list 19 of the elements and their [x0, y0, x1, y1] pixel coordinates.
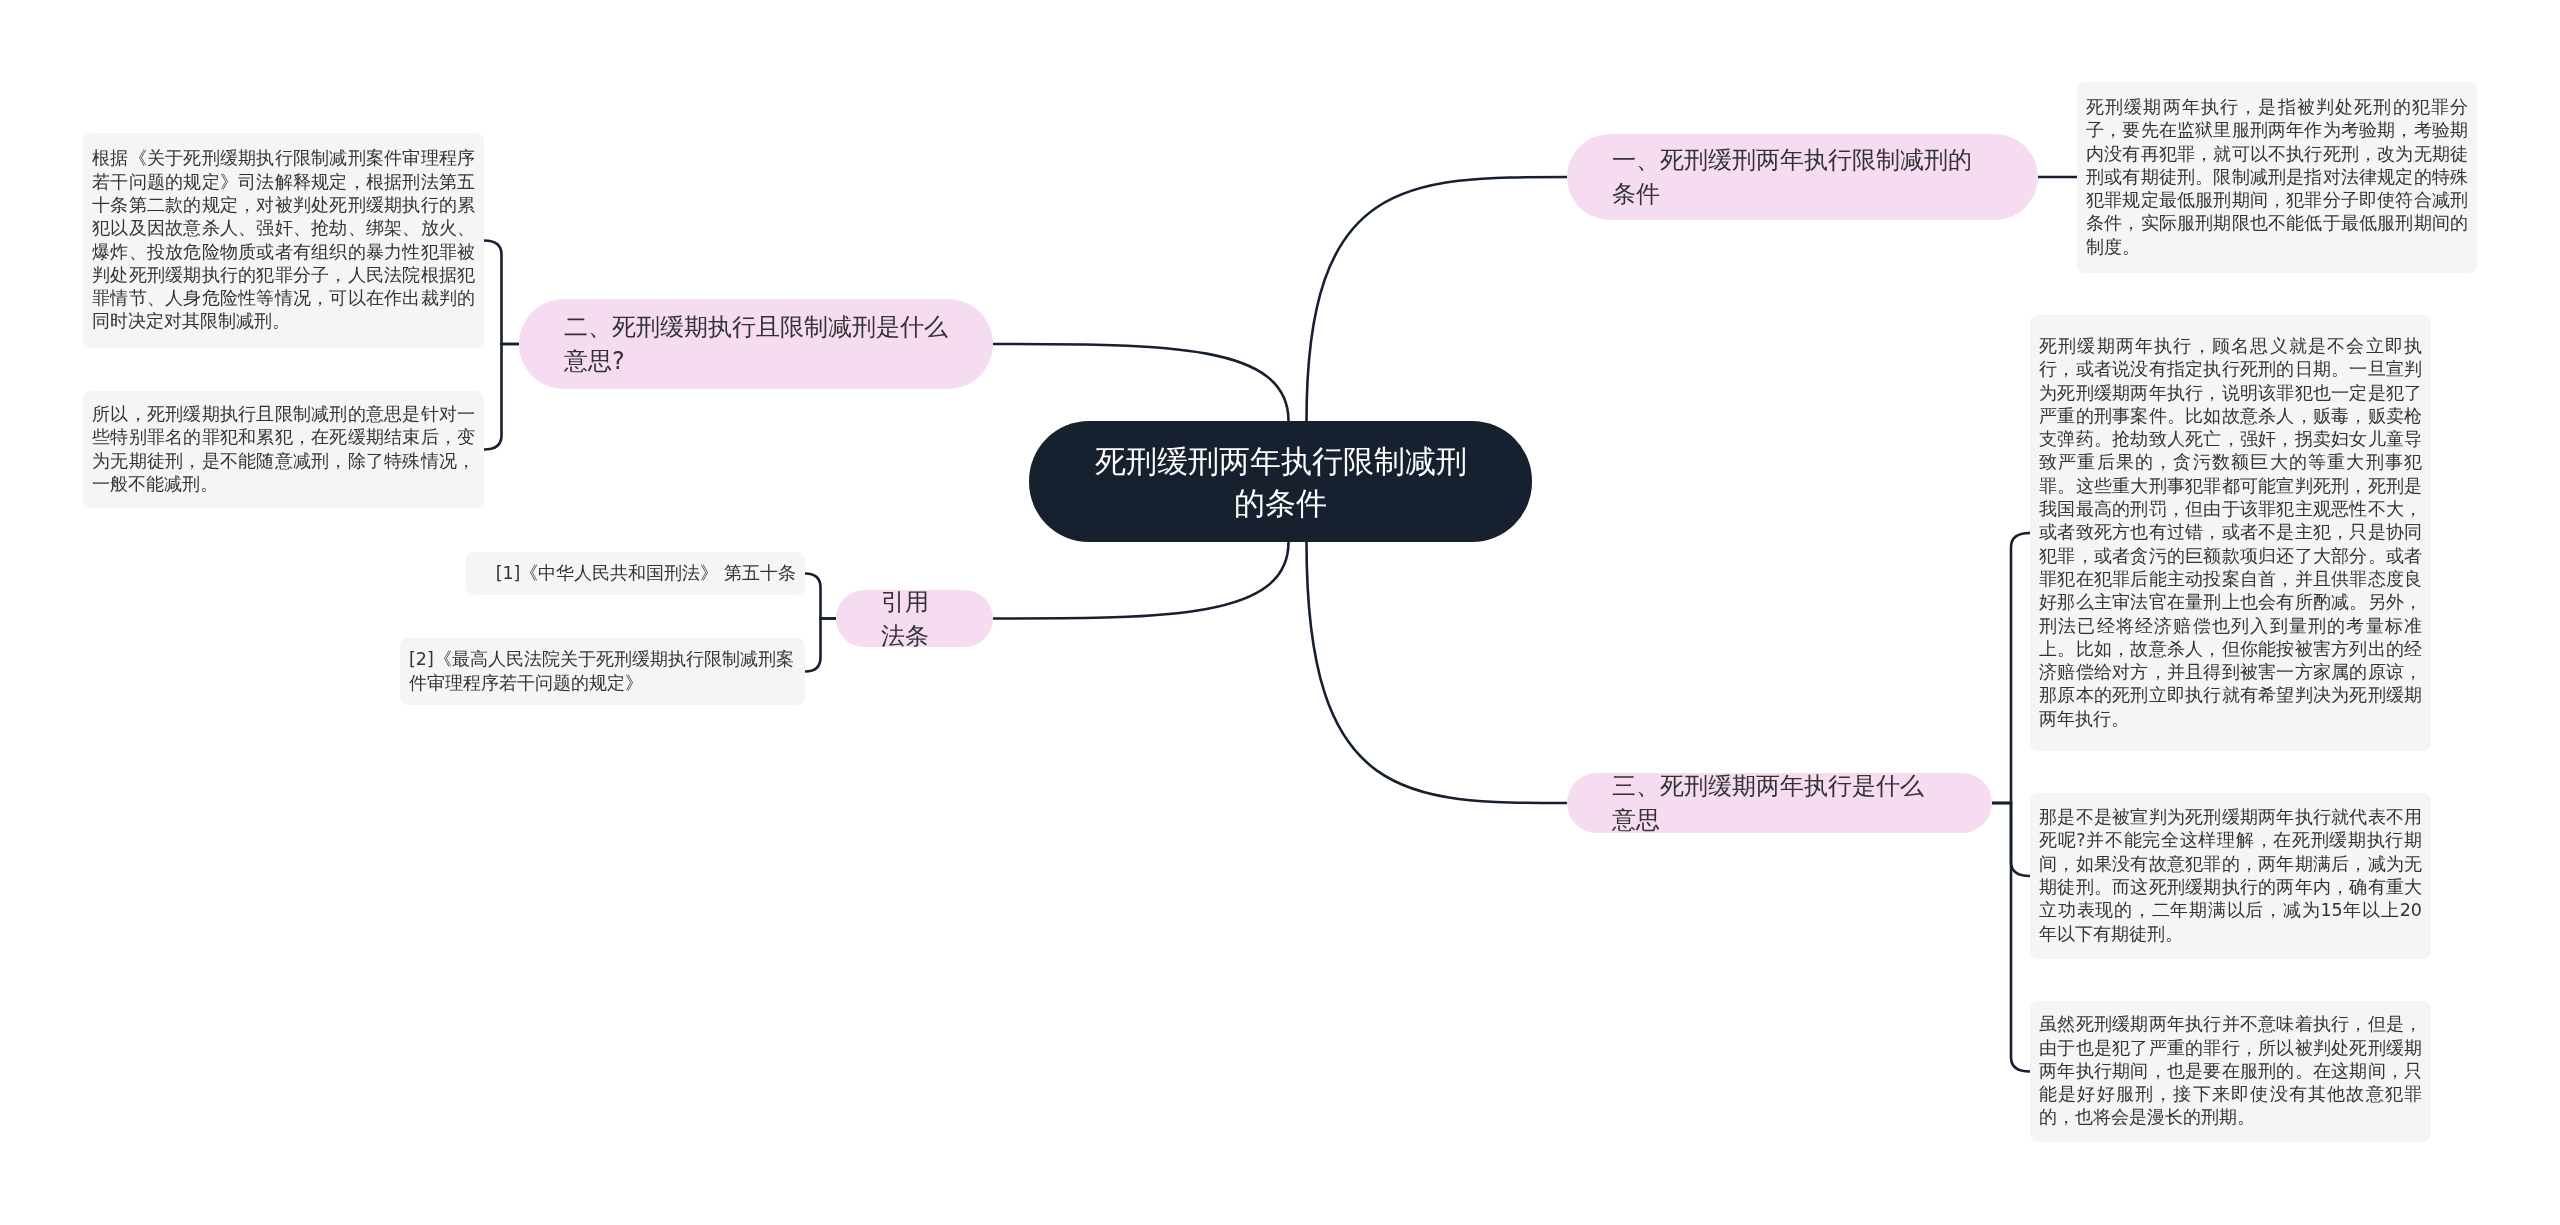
text-card: 死刑缓期两年执行，顾名思义就是不会立即执行，或者说没有指定执行死刑的日期。一旦宣判为死刑缓期两年执行，说明该罪犯也一定是犯了严重的刑事案件。比如故意杀人，贩毒，贩卖枪支弹药。抢劫致人死亡，强奸，拐卖妇女儿童导致严重后果的，贪污数额巨大的等重大刑事犯罪。这些重大刑事犯罪都可能宣判死刑，死刑是我国最高的刑罚，但由于该罪犯主观恶性不大，或者致死方也有过错，或者不是主犯，只是协同犯罪，或者贪污的巨额款项归还了大部分。或者罪犯在犯罪后能主动投案自首，并且供罪态度良好那么主审法官在量刑上也会有所酌减。另外，刑法已经将经济赔偿也列入到量刑的考量标准上。比如，故意杀人，但你能按被害方列出的经济赔偿给对方，并且得到被害一方家属的原谅，那原本的死刑立即执行就有希望判决为死刑缓期两年执行。	[2030, 315, 2431, 751]
text-card: 根据《关于死刑缓期执行限制减刑案件审理程序若干问题的规定》司法解释规定，根据刑法第五十条第二款的规定，对被判处死刑缓期执行的累犯以及因故意杀人、强奸、抢劫、绑架、放火、爆炸、投放危险物质或者有组织的暴力性犯罪被判处死刑缓期执行的犯罪分子，人民法院根据犯罪情节、人身危险性等情况，可以在作出裁判的同时决定对其限制减刑。	[83, 133, 484, 348]
connector-line	[1305, 175, 1567, 422]
topic-box: 二、死刑缓期执行且限制减刑是什么意思?	[519, 299, 993, 389]
connector-line	[804, 617, 836, 673]
connector-line	[2038, 175, 2077, 179]
text-card: 死刑缓期两年执行，是指被判处死刑的犯罪分子，要先在监狱里服刑两年作为考验期，考验期内没有再犯罪，就可以不执行死刑，改为无期徒刑或有期徒刑。限制减刑是指对法律规定的特殊犯罪规定最低服刑期间，犯罪分子即使符合减刑条件，实际服刑期限也不能低于最低服刑期间的制度。	[2077, 82, 2477, 273]
text-card: 虽然死刑缓期两年执行并不意味着执行，但是，由于也是犯了严重的罪行，所以被判处死刑缓期两年执行期间，也是要在服刑的。在这期间，只能是好好服刑，接下来即使没有其他故意犯罪的，也将会是漫长的刑期。	[2030, 1001, 2431, 1142]
citation-card: [2]《最高人民法院关于死刑缓期执行限制减刑案件审理程序若干问题的规定》	[400, 638, 805, 705]
text-card: 那是不是被宣判为死刑缓期两年执行就代表不用死呢?并不能完全这样理解，在死刑缓期执行期间，如果没有故意犯罪的，两年期满后，减为无期徒刑。而这死刑缓期执行的两年内，确有重大立功表现的，二年期满以后，减为15年以上20年以下有期徒刑。	[2030, 793, 2431, 959]
connector-line	[993, 342, 1290, 422]
citation-card: [1]《中华人民共和国刑法》 第五十条	[466, 552, 805, 595]
connector-line	[1305, 541, 1567, 805]
topic-box: 一、死刑缓刑两年执行限制减刑的条件	[1567, 134, 2038, 220]
topic-box: 引用法条	[836, 590, 993, 647]
text-card: 所以，死刑缓期执行且限制减刑的意思是针对一些特别罪名的罪犯和累犯，在死缓期结束后，变为无期徒刑，是不能随意减刑，除了特殊情况，一般不能减刑。	[83, 391, 484, 508]
connector-line	[993, 541, 1290, 620]
central-topic: 死刑缓刑两年执行限制减刑的条件	[1029, 421, 1532, 542]
topic-box: 三、死刑缓期两年执行是什么意思	[1567, 773, 1992, 833]
